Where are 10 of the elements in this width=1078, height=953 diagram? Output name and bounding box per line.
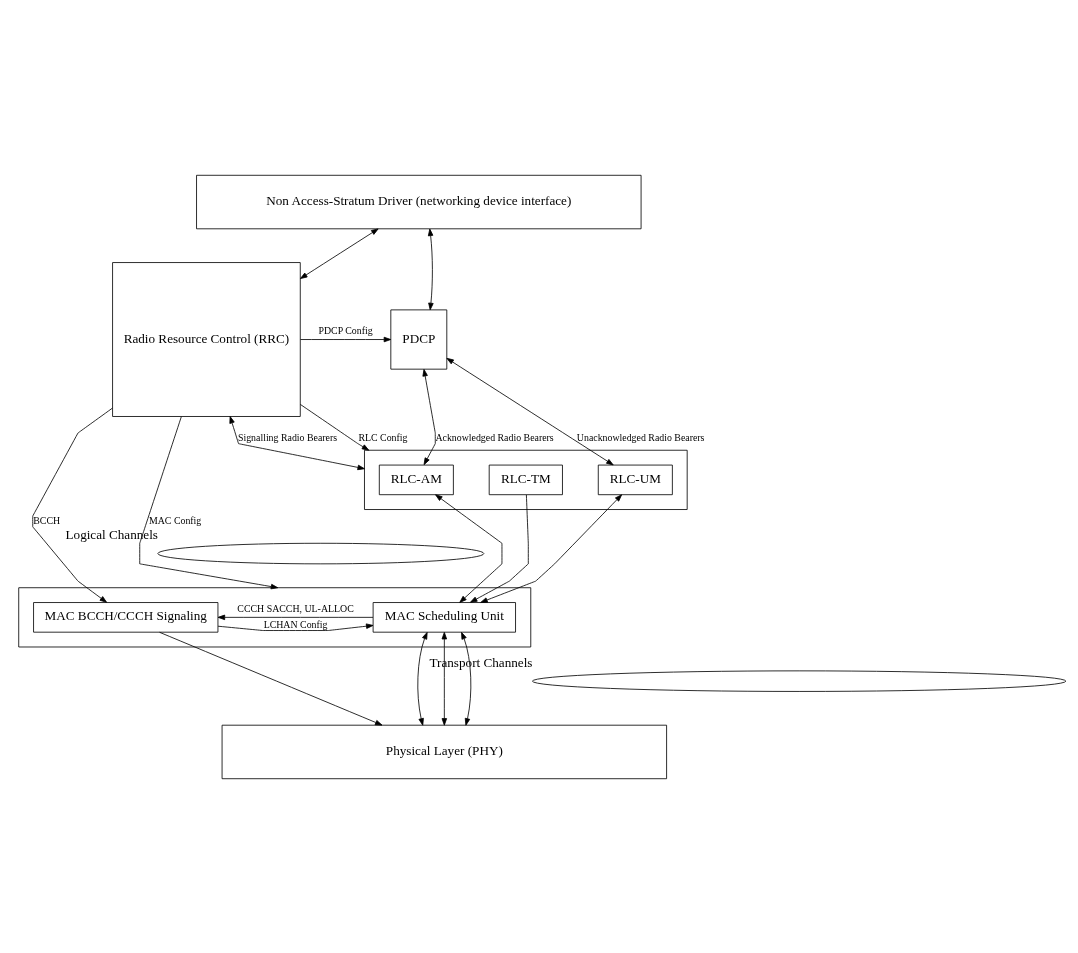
edge-label: MAC Config [148, 514, 202, 526]
edge-label: Unacknowledged Radio Bearers [576, 431, 705, 443]
edge-label: RLC Config [358, 431, 408, 443]
edge-label: BCCH [33, 514, 61, 526]
edge-label: CCCH SACCH, UL-ALLOC [237, 602, 354, 614]
edge-label: Acknowledged Radio Bearers [435, 431, 554, 443]
node-label: Logical Channels [65, 526, 158, 542]
edge-label: Signalling Radio Bearers [237, 431, 338, 443]
edge-label: PDCP Config [318, 324, 373, 336]
edge-label: LCHAN Config [263, 618, 328, 630]
